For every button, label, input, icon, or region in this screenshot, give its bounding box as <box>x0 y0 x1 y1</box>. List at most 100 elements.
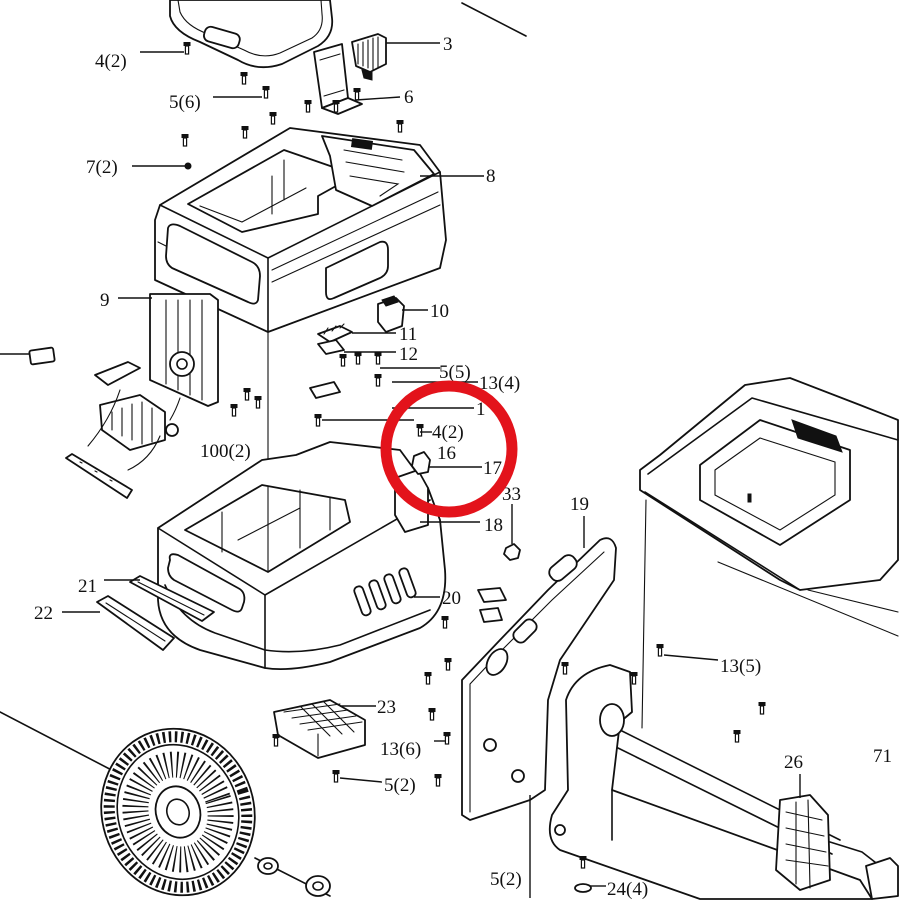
wheel-hub-center <box>165 798 191 826</box>
top-cover <box>169 0 334 69</box>
frame-outline <box>548 664 873 900</box>
wheel-spokes <box>122 751 234 873</box>
wheel-tread <box>103 731 253 893</box>
vent-slot <box>398 567 417 599</box>
wire-grommet <box>165 423 179 437</box>
part-6-plate <box>313 43 363 115</box>
bracket-slot <box>548 554 578 582</box>
top-cover-outline <box>169 0 334 69</box>
latch-tab <box>350 138 374 150</box>
guide-line <box>717 561 899 637</box>
battery-cover-bottom-edge <box>644 491 801 591</box>
switch-button <box>381 295 399 307</box>
vent-slot <box>353 585 372 617</box>
part-20-pad <box>479 607 503 623</box>
battery-cover-recess <box>699 419 851 546</box>
frame-hole <box>554 824 566 836</box>
leader-5-2-mid <box>339 777 383 783</box>
bracket-slot <box>512 618 538 644</box>
upper-housing-cavity <box>187 149 337 233</box>
part-18-lower-housing <box>157 441 447 671</box>
part-3-connector <box>351 33 387 81</box>
vent-slot <box>383 573 402 605</box>
part-8-upper-housing <box>154 127 447 333</box>
guide-line <box>641 499 647 729</box>
callout-1: 1 <box>476 399 486 420</box>
highlight-circle <box>380 380 518 518</box>
clip-teeth <box>323 323 345 335</box>
battery-cover-latch <box>791 419 843 453</box>
callout-10: 10 <box>430 301 449 322</box>
callout-18: 18 <box>484 515 503 536</box>
part-16-bushing <box>411 451 431 475</box>
vent-slot <box>368 579 387 611</box>
part-26-bracket <box>775 794 831 891</box>
callout-6: 6 <box>404 87 414 108</box>
screws <box>180 41 767 869</box>
battery-cover-top-edge <box>647 397 899 475</box>
latch-panel-details <box>343 149 405 197</box>
bracket-hole <box>485 648 509 676</box>
part-33-nut <box>503 543 521 561</box>
shaft <box>829 841 881 867</box>
guide-line <box>807 589 899 613</box>
callout-100-2: 100(2) <box>200 441 251 462</box>
callout-33: 33 <box>502 484 521 505</box>
part-19-bracket <box>461 537 617 821</box>
board-fins <box>165 299 203 401</box>
frame-boss <box>599 703 625 737</box>
part-22-bar-line <box>105 602 166 642</box>
small-plate <box>309 381 341 399</box>
lower-housing-outline <box>157 441 447 671</box>
shaft-end <box>865 857 899 900</box>
cable-line <box>461 2 527 37</box>
callout-71: 71 <box>873 746 892 767</box>
part-12-bracket <box>317 339 345 355</box>
upper-housing-handle-recess <box>325 240 389 301</box>
callout-5-2-bottom: 5(2) <box>490 869 522 890</box>
lower-housing-grip <box>167 553 246 613</box>
upper-housing-side-recess <box>165 223 261 305</box>
leader-lines <box>62 42 801 898</box>
callout-5-2-mid: 5(2) <box>384 775 416 796</box>
bracket-hole <box>483 738 497 752</box>
part-11-clip <box>317 325 353 343</box>
callout-23: 23 <box>377 697 396 718</box>
upper-housing-latch-panel <box>321 135 435 207</box>
callout-19: 19 <box>570 494 589 515</box>
part-24-washer <box>574 883 592 893</box>
leader-13-5 <box>663 654 719 661</box>
callout-17: 17 <box>483 458 502 479</box>
callout-24-4: 24(4) <box>607 879 648 900</box>
leader-6 <box>355 96 401 101</box>
bracket-hole <box>511 769 525 783</box>
bracket-26-grid <box>785 799 829 889</box>
top-cover-slot <box>203 25 241 50</box>
callout-4-2-top: 4(2) <box>95 51 127 72</box>
upper-housing-cavity-depth <box>199 159 307 223</box>
battery-cover <box>639 377 899 591</box>
wheel-nut-hole <box>312 881 324 891</box>
callout-3: 3 <box>443 34 453 55</box>
battery-cover-mark <box>747 493 752 503</box>
callout-22: 22 <box>34 603 53 624</box>
terminal-block-slots <box>111 401 153 445</box>
callout-8: 8 <box>486 166 496 187</box>
wire-strip-dots <box>79 461 113 482</box>
lower-housing-dividers <box>221 485 331 573</box>
connector-ribs <box>357 36 379 71</box>
callout-11: 11 <box>399 324 417 345</box>
board-capacitor-top <box>176 358 188 370</box>
callout-5-6: 5(6) <box>169 92 201 113</box>
callout-13-6: 13(6) <box>380 739 421 760</box>
wheel <box>100 727 256 897</box>
callout-labels: 3 4(2) 5(6) 6 7(2) 8 9 10 11 12 5(5) 13(… <box>34 34 892 900</box>
callout-16: 16 <box>437 443 456 464</box>
part-20-pad <box>477 587 507 603</box>
frame-hatching <box>699 769 785 813</box>
part-21-bar-line <box>137 581 205 616</box>
bracket-outline <box>461 537 617 821</box>
callout-4-2-inner: 4(2) <box>432 422 464 443</box>
wheel-rim <box>116 743 240 881</box>
